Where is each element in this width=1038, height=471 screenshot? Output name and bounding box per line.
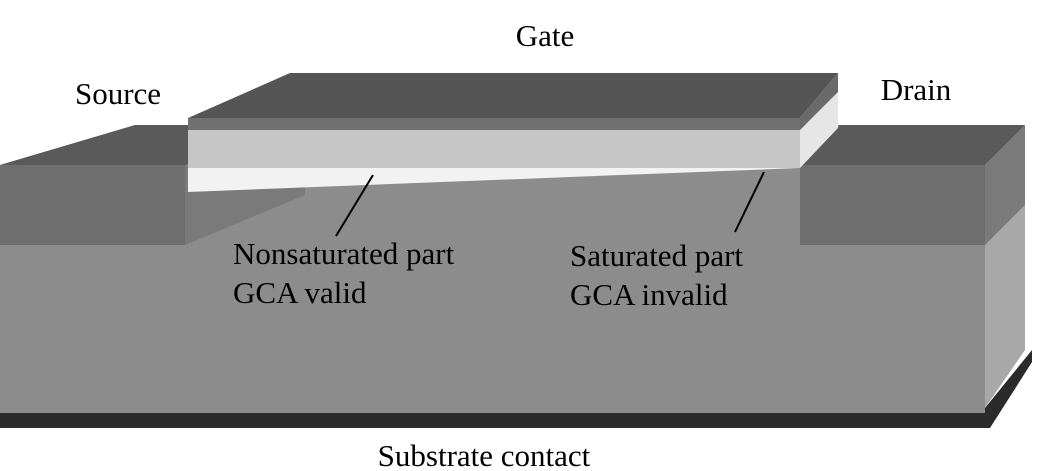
gate-front-face — [188, 118, 800, 130]
nonsaturated-label-line1: Nonsaturated part — [233, 236, 455, 271]
source-front-face — [0, 165, 185, 245]
saturated-leader-line — [734, 171, 765, 233]
gate-oxide-front — [188, 130, 800, 168]
gate-side-face — [800, 73, 838, 130]
source-label: Source — [75, 76, 161, 111]
gate-top-face — [188, 73, 838, 118]
nonsaturated-leader-line — [335, 174, 374, 237]
gate-oxide-side — [800, 92, 838, 168]
drain-side-face — [985, 125, 1025, 245]
channel-wedge — [188, 168, 800, 192]
drain-top-face — [800, 125, 1025, 165]
drain-label: Drain — [881, 72, 952, 107]
nonsaturated-label-line2: GCA valid — [233, 275, 367, 310]
gate-label: Gate — [516, 18, 575, 53]
saturated-label-line2: GCA invalid — [570, 277, 728, 312]
saturated-label-line1: Saturated part — [570, 238, 743, 273]
drain-front-face — [800, 165, 985, 245]
substrate-contact-label: Substrate contact — [378, 438, 591, 471]
